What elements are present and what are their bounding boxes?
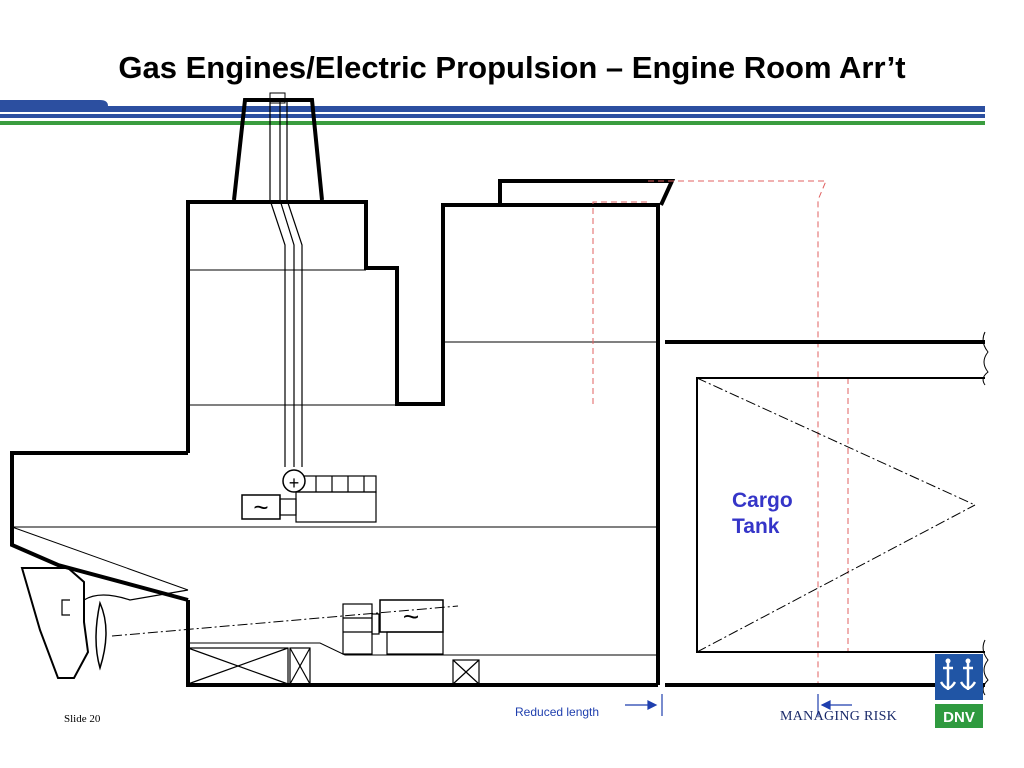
reduced-length-marker xyxy=(625,694,852,716)
cargo-tank-label: Cargo Tank xyxy=(732,488,793,540)
funnel xyxy=(232,92,324,201)
shaft-line xyxy=(111,605,459,637)
header-stripes xyxy=(0,100,985,125)
junction-symbol: + xyxy=(289,473,300,493)
reduced-length-label: Reduced length xyxy=(515,705,600,719)
deck-lines xyxy=(11,269,658,656)
cargo-hold xyxy=(665,331,989,696)
dashed-outline xyxy=(592,180,849,685)
dnv-logo-text: DNV xyxy=(943,709,975,726)
generator-symbol-upper: ~ xyxy=(253,492,268,522)
double-bottom-tanks xyxy=(187,647,480,685)
upper-generator-set xyxy=(241,469,377,523)
cargo-tank-label-line1: Cargo xyxy=(732,489,793,512)
lower-generator-set xyxy=(342,599,444,655)
dnv-logo: DNV xyxy=(935,654,983,728)
cargo-tank-centerline xyxy=(696,377,976,653)
generator-symbol-lower: ~ xyxy=(403,601,419,632)
slide-number: Slide 20 xyxy=(64,713,101,725)
rudder-propeller xyxy=(20,567,189,679)
slide-title: Gas Engines/Electric Propulsion – Engine… xyxy=(118,50,906,85)
exhaust-pipe xyxy=(269,100,303,467)
hull-outline xyxy=(10,179,676,687)
cargo-tank-label-line2: Tank xyxy=(732,515,780,538)
managing-risk-tagline: MANAGING RISK xyxy=(780,709,898,724)
